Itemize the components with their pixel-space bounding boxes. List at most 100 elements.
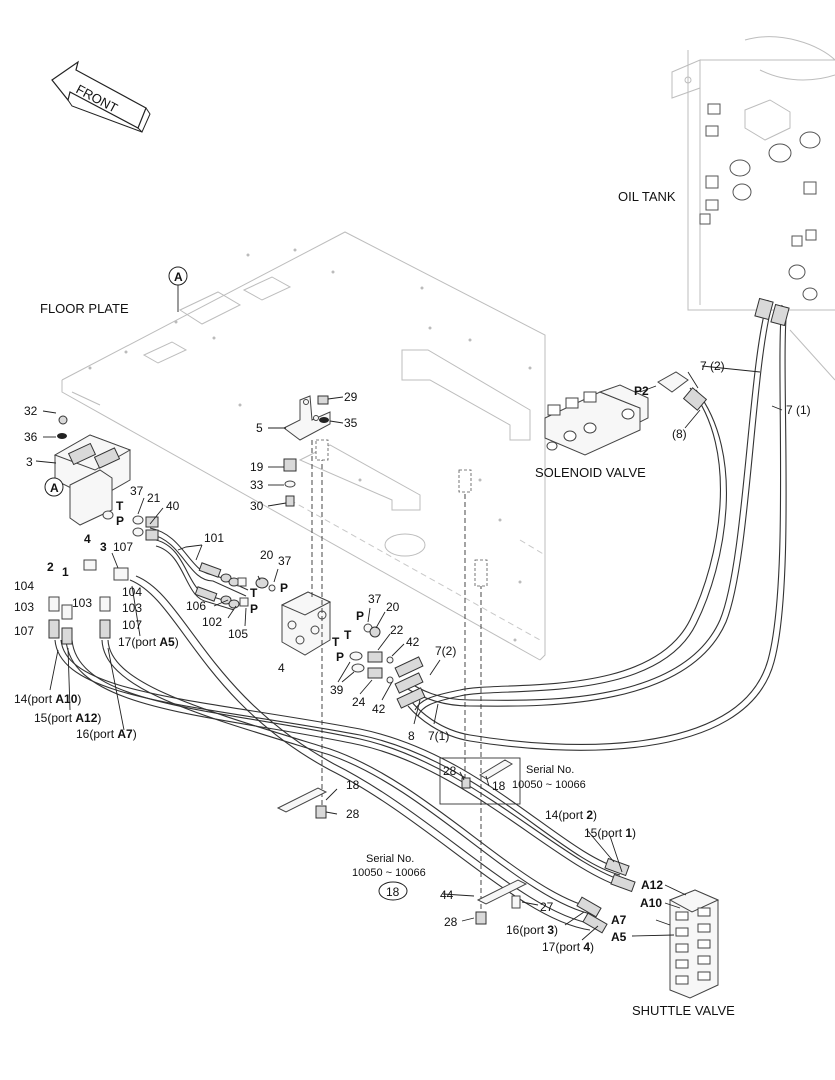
floor-plate-label: FLOOR PLATE (40, 301, 129, 316)
label-20a: 20 (260, 548, 274, 562)
hose-15-label: 15(port A12) (34, 711, 101, 725)
hose-14-label: 14(port A10) (14, 692, 81, 706)
label-101: 101 (204, 531, 224, 545)
port-p2-label: P2 (634, 384, 649, 398)
label-22: 22 (390, 623, 404, 637)
solenoid-valve-label: SOLENOID VALVE (535, 465, 646, 480)
label-103a: 103 (14, 600, 34, 614)
port-p-block-a: P (280, 581, 288, 595)
label-2: 2 (47, 560, 54, 574)
port-t-block-c: T (332, 635, 340, 649)
shuttle-valve-label: SHUTTLE VALVE (632, 1003, 735, 1018)
hoses-101 (149, 527, 249, 611)
serial-note-1-line2: 10050 ~ 10066 (512, 779, 586, 791)
label-107a: 107 (113, 540, 133, 554)
hose-7-1-label: 7 (1) (786, 403, 811, 417)
hose-16-label: 16(port A7) (76, 727, 137, 741)
hoses-7-8 (402, 297, 790, 751)
label-5: 5 (256, 421, 263, 435)
pilot-valve (53, 415, 132, 526)
port-a10-label: A10 (640, 896, 662, 910)
label-107c: 107 (122, 618, 142, 632)
port-p-block-b: P (250, 602, 258, 616)
label-29: 29 (344, 390, 358, 404)
hose-7-2-label-b: 7(2) (435, 644, 456, 658)
serial-note-1-line1: Serial No. (526, 764, 574, 776)
hose-17-label: 17(port A5) (118, 635, 179, 649)
label-37b: 37 (278, 554, 292, 568)
solenoid-valve: P2 SOLENOID VALVE (535, 371, 689, 480)
port-a5-label: A5 (611, 930, 627, 944)
label-102: 102 (202, 615, 222, 629)
hose-8-label: (8) (672, 427, 687, 441)
port-t-pilot: T (116, 499, 124, 513)
label-28c: 28 (444, 915, 458, 929)
label-18a: 18 (346, 778, 360, 792)
port-t-block-a: T (250, 586, 258, 600)
hose-17b-label: 17(port 4) (542, 940, 594, 954)
label-3b: 3 (100, 540, 107, 554)
shuttle-valve: SHUTTLE VALVE (632, 889, 735, 1018)
label-28a: 28 (346, 807, 360, 821)
hose-7-1-label-b: 7(1) (428, 729, 449, 743)
label-32: 32 (24, 404, 38, 418)
detail-marker-a-top: A (168, 266, 188, 312)
label-4b: 4 (278, 661, 285, 675)
label-37c: 37 (368, 592, 382, 606)
label-44: 44 (440, 888, 454, 902)
label-35: 35 (344, 416, 358, 430)
label-105: 105 (228, 627, 248, 641)
label-28b: 28 (443, 764, 457, 778)
hoses-14-17 (54, 575, 636, 934)
bracket (283, 395, 331, 507)
pilot-fittings (48, 510, 159, 645)
label-4: 4 (84, 532, 91, 546)
svg-text:18: 18 (386, 885, 400, 899)
label-37a: 37 (130, 484, 144, 498)
leader-lines (35, 365, 783, 941)
port-p-pilot: P (116, 514, 124, 528)
label-40: 40 (166, 499, 180, 513)
label-33: 33 (250, 478, 264, 492)
label-42b: 42 (372, 702, 386, 716)
part-labels: 32 36 3 T P 37 21 40 101 2 1 4 3 107 104… (14, 359, 811, 954)
detail-marker-a-left: A (44, 477, 64, 497)
label-18b: 18 (492, 779, 506, 793)
port-p-block-d: P (336, 650, 344, 664)
port-t-block-b: T (344, 628, 352, 642)
label-104b: 104 (122, 585, 142, 599)
floor-plate: FLOOR PLATE (40, 231, 546, 661)
serial-note-2-line2: 10050 ~ 10066 (352, 867, 426, 879)
label-20b: 20 (386, 600, 400, 614)
label-42a: 42 (406, 635, 420, 649)
hose-15b-label: 15(port 1) (584, 826, 636, 840)
label-19: 19 (250, 460, 264, 474)
label-107b: 107 (14, 624, 34, 638)
hose-16b-label: 16(port 3) (506, 923, 558, 937)
oil-tank: OIL TANK (618, 36, 835, 381)
port-a12-label: A12 (641, 878, 663, 892)
label-8: 8 (408, 729, 415, 743)
label-24: 24 (352, 695, 366, 709)
manifold-block (280, 591, 332, 656)
clamps (276, 757, 528, 925)
block-fittings (220, 573, 426, 709)
front-arrow: FRONT (51, 60, 151, 133)
serial-note-2-line1: Serial No. (366, 853, 414, 865)
hose-14b-label: 14(port 2) (545, 808, 597, 822)
port-a7-label: A7 (611, 913, 627, 927)
label-103c: 103 (122, 601, 142, 615)
mounting-lines (311, 439, 488, 910)
label-106: 106 (186, 599, 206, 613)
hose-7-2-label: 7 (2) (700, 359, 725, 373)
label-39: 39 (330, 683, 344, 697)
label-104a: 104 (14, 579, 34, 593)
circled-18: 18 (378, 881, 408, 901)
label-27: 27 (540, 900, 554, 914)
svg-text:A: A (174, 270, 183, 284)
oil-tank-label: OIL TANK (618, 189, 676, 204)
label-103b: 103 (72, 596, 92, 610)
port-p-block-c: P (356, 609, 364, 623)
label-21: 21 (147, 491, 161, 505)
